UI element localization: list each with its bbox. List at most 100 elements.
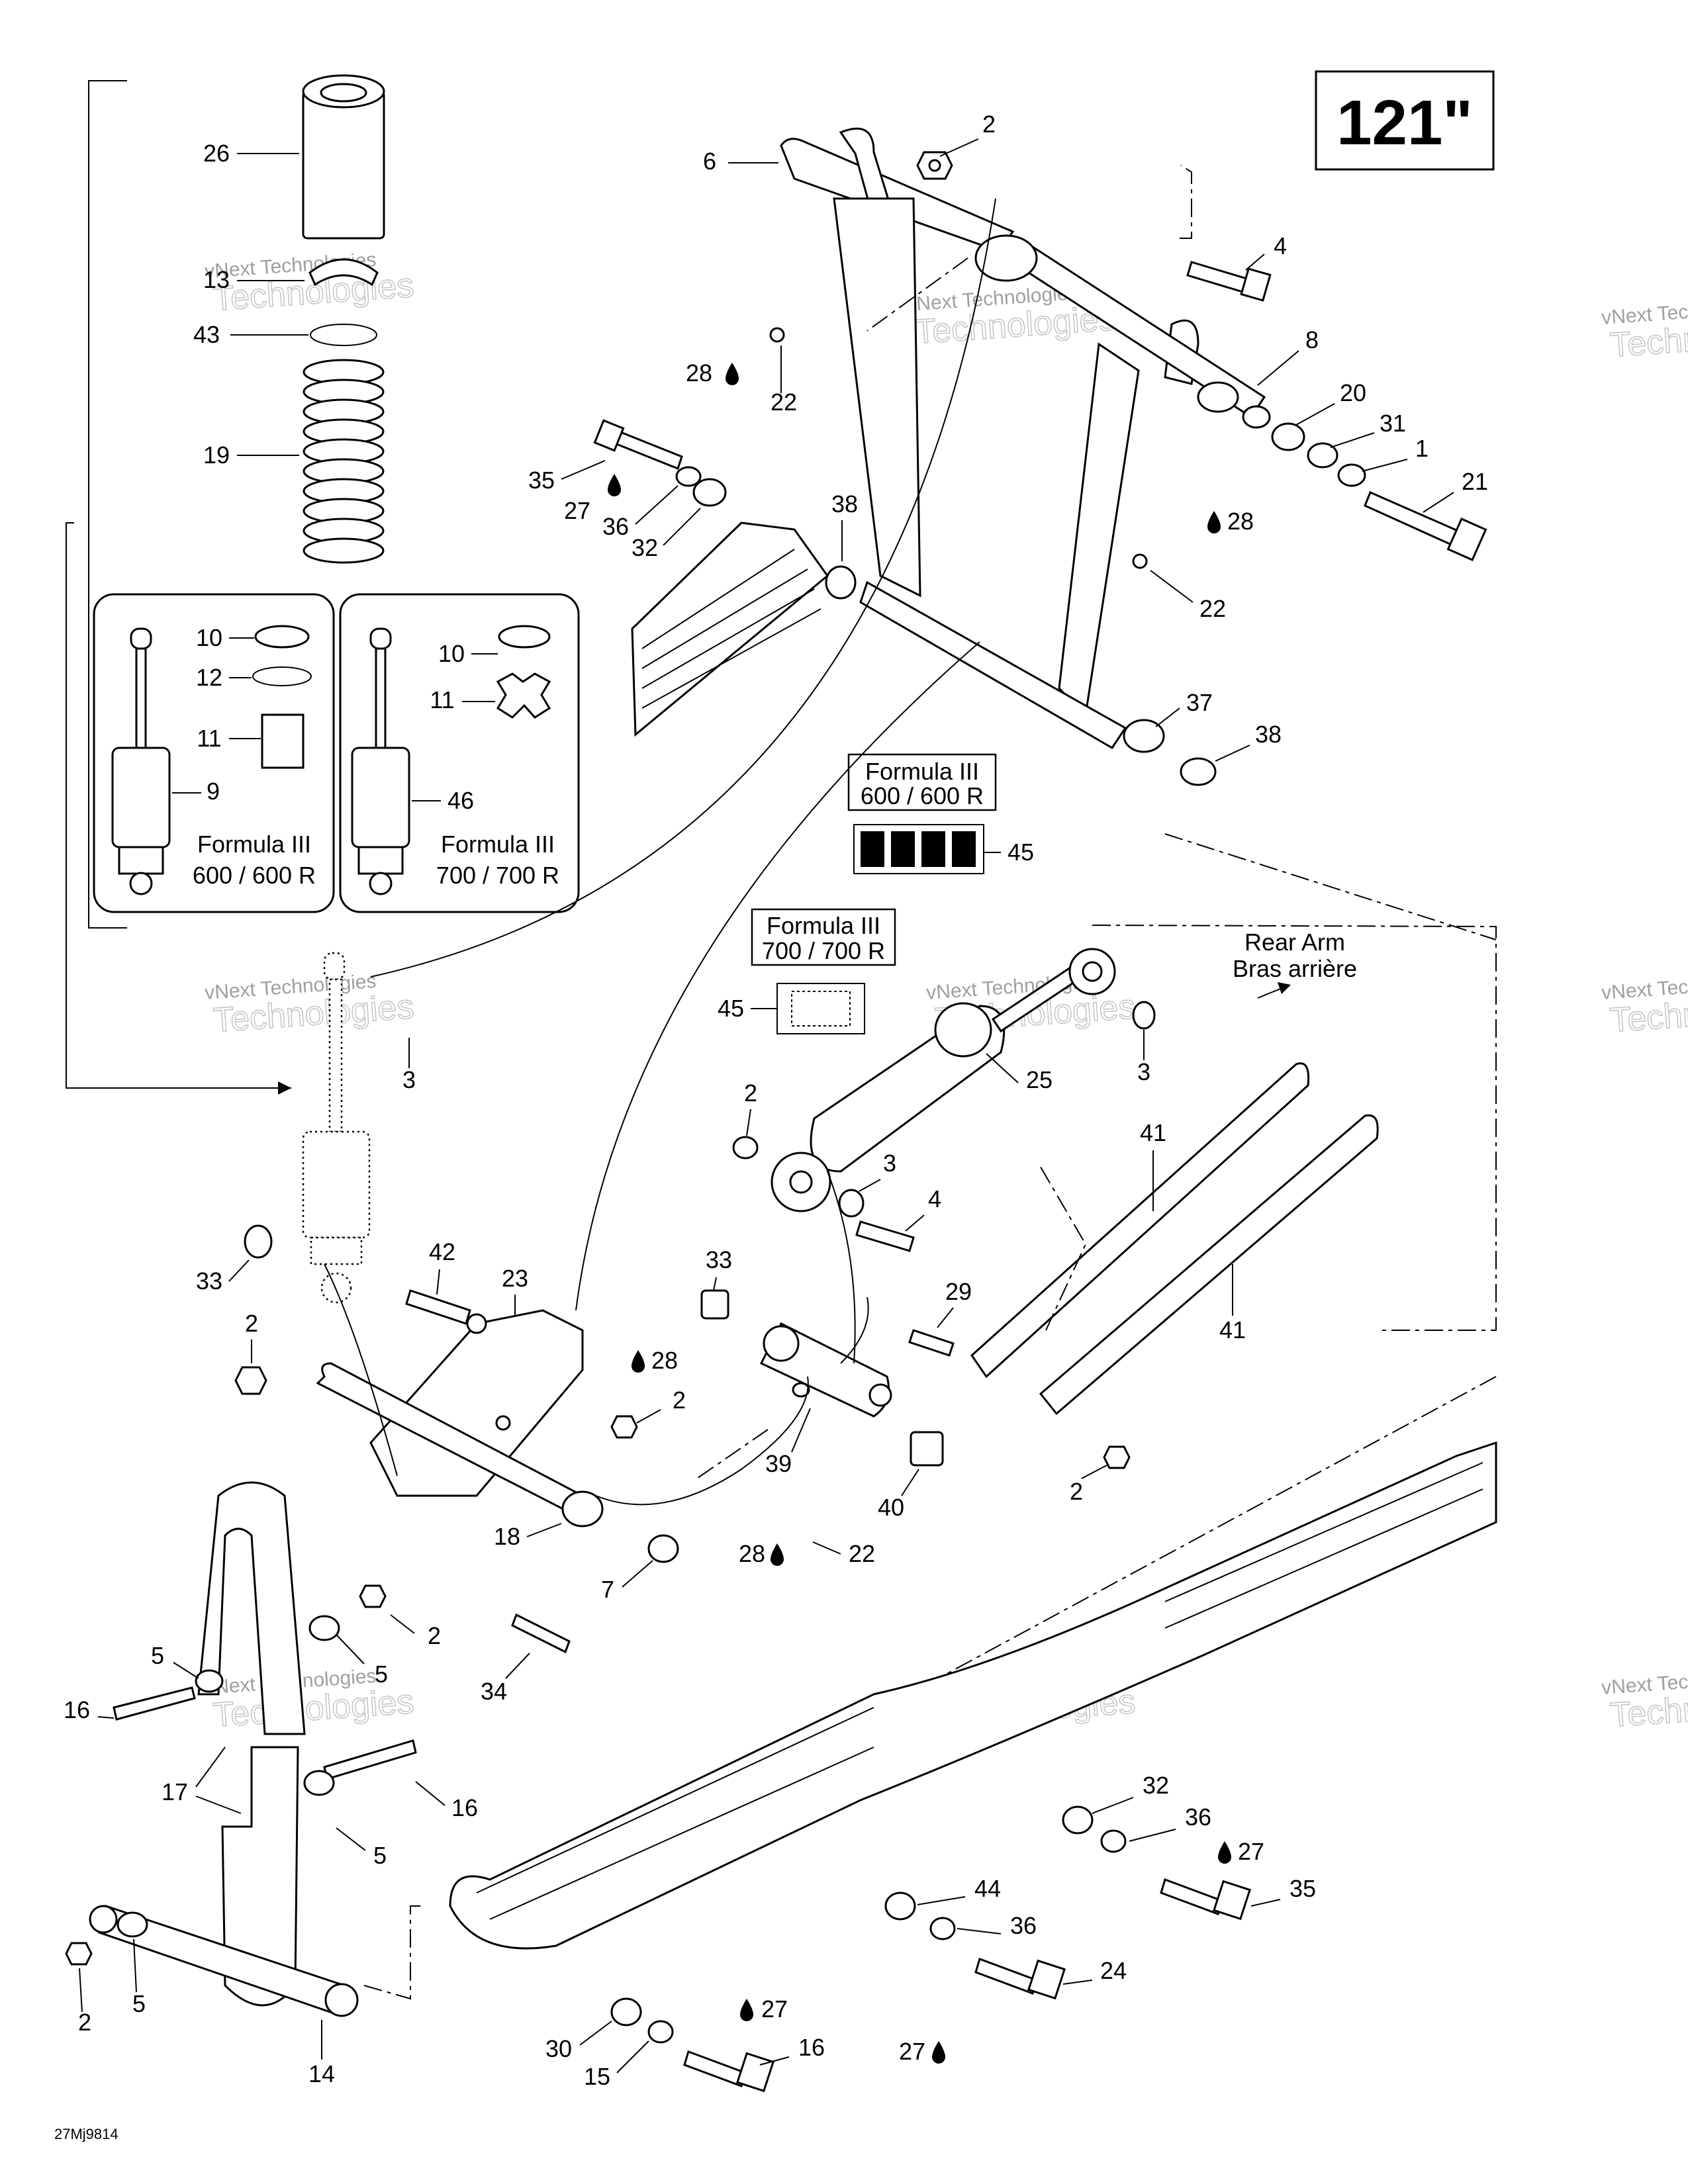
middle-hardware	[234, 1001, 1156, 1654]
callout-14: 14	[308, 2060, 335, 2087]
callout-2: 2	[78, 2009, 91, 2036]
callout-32: 32	[1143, 1772, 1169, 1799]
callout-41: 41	[1140, 1119, 1166, 1146]
callout-33: 33	[706, 1246, 732, 1273]
rear-arm-label-fr: Bras arrière	[1233, 955, 1357, 982]
callout-9: 9	[207, 778, 220, 805]
size-badge-text: 121"	[1336, 87, 1473, 158]
callout-37: 37	[1186, 689, 1213, 716]
callout-36: 36	[1010, 1912, 1037, 1939]
callout-4: 4	[928, 1185, 941, 1212]
oil-drop-icon	[932, 2041, 945, 2064]
callout-15: 15	[584, 2063, 610, 2090]
callout-22: 22	[1199, 595, 1226, 622]
callout-11: 11	[197, 725, 221, 752]
callout-28: 28	[686, 359, 712, 387]
callout-22: 22	[849, 1540, 875, 1567]
oil-drop-icon	[771, 1543, 784, 1566]
callout-5: 5	[151, 1642, 164, 1669]
callout-43: 43	[193, 321, 220, 348]
callout-32: 32	[632, 534, 658, 561]
callout-5: 5	[132, 1990, 146, 2017]
upper-left-hardware	[593, 327, 1217, 786]
callout-1: 1	[1415, 435, 1429, 462]
oil-drop-icon	[608, 474, 621, 496]
callout-23: 23	[502, 1265, 528, 1292]
callout-27: 27	[564, 497, 590, 524]
callout-19: 19	[203, 441, 230, 469]
callout-16: 16	[798, 2034, 825, 2061]
callout-3: 3	[883, 1150, 896, 1177]
callout-34: 34	[481, 1678, 507, 1705]
callout-39: 39	[765, 1450, 792, 1477]
callout-16: 16	[64, 1696, 90, 1723]
callout-44: 44	[974, 1875, 1001, 1902]
callout-28: 28	[651, 1347, 678, 1374]
upper-frame-rail	[631, 522, 829, 737]
decal-caption-line-2: 600 / 600 R	[861, 782, 984, 809]
callout-27: 27	[1238, 1838, 1264, 1865]
callout-5: 5	[373, 1842, 387, 1869]
shock-variant-panel-700: Formula III 700 / 700 R	[339, 593, 580, 913]
callout-2: 2	[982, 111, 996, 138]
callout-11: 11	[430, 686, 454, 713]
callout-41: 41	[1219, 1316, 1246, 1343]
callout-45: 45	[718, 995, 744, 1022]
callout-18: 18	[494, 1523, 520, 1550]
callout-42: 42	[429, 1238, 455, 1265]
callout-21: 21	[1462, 468, 1488, 495]
group-bracket	[66, 80, 291, 1095]
callout-3: 3	[402, 1066, 416, 1093]
spring-stopper	[308, 258, 379, 287]
lower-rail-hardware	[610, 1805, 1251, 2093]
callout-29: 29	[945, 1278, 972, 1305]
callout-6: 6	[703, 148, 716, 175]
shock-variant-panel-600: Formula III 600 / 600 R	[93, 593, 335, 913]
callout-3: 3	[1137, 1058, 1150, 1085]
callout-2: 2	[428, 1622, 441, 1649]
callout-13: 13	[203, 266, 230, 293]
lubricant-drop-icons	[608, 363, 1231, 2064]
callout-36: 36	[1185, 1803, 1211, 1831]
rear-arm-links	[694, 833, 1497, 1682]
decal-caption-line-1: Formula III	[767, 912, 880, 939]
callout-2: 2	[673, 1387, 686, 1414]
callout-12: 12	[196, 664, 222, 691]
panel-caption-line-2: 700 / 700 R	[436, 862, 559, 889]
callout-40: 40	[878, 1494, 904, 1521]
callout-2: 2	[744, 1079, 757, 1107]
callout-2: 2	[245, 1310, 258, 1337]
phantom-front-shock	[302, 952, 371, 1304]
callout-33: 33	[196, 1267, 222, 1295]
callout-16: 16	[451, 1794, 478, 1821]
callout-35: 35	[1289, 1875, 1316, 1902]
retaining-ring	[310, 324, 377, 346]
oil-drop-icon	[726, 363, 739, 385]
callout-24: 24	[1100, 1957, 1127, 1984]
callout-30: 30	[545, 2035, 572, 2062]
callout-45: 45	[1008, 839, 1034, 866]
lower-frame-rail	[449, 1441, 1497, 1950]
coil-spring	[303, 359, 385, 564]
lower-left-arm	[65, 1481, 424, 2017]
size-badge: 121"	[1315, 70, 1495, 171]
callout-2: 2	[1070, 1478, 1083, 1505]
callout-8: 8	[1305, 326, 1319, 353]
callout-28: 28	[1227, 508, 1254, 535]
callout-36: 36	[602, 513, 629, 540]
decal-box-600: Formula III 600 / 600 R	[847, 753, 997, 874]
callout-20: 20	[1340, 379, 1366, 406]
reference-code: 27Mj9814	[54, 2126, 118, 2142]
callout-17: 17	[162, 1778, 188, 1805]
oil-drop-icon	[1218, 1841, 1231, 1864]
assembly-leaders	[324, 198, 996, 1506]
callout-26: 26	[203, 140, 230, 167]
decal-caption-line-2: 700 / 700 R	[762, 937, 885, 964]
rear-shock	[771, 948, 1116, 1212]
front-bracket	[316, 1289, 944, 1527]
rear-arm-label: Rear Arm	[1244, 929, 1345, 956]
callout-10: 10	[196, 624, 222, 651]
shock-cover-boot	[302, 74, 385, 240]
callout-46: 46	[447, 787, 474, 814]
